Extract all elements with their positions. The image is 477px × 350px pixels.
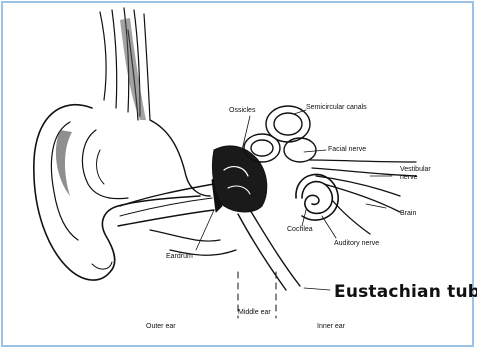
label-ossicles: Ossicles bbox=[229, 107, 255, 114]
head-contour bbox=[150, 120, 210, 196]
label-eardrum: Eardrum bbox=[166, 253, 193, 260]
label-facial-nerve: Facial nerve bbox=[328, 146, 366, 153]
antihelix bbox=[82, 130, 128, 199]
label-inner-ear: Inner ear bbox=[317, 323, 345, 330]
label-auditory-nerve: Auditory nerve bbox=[334, 240, 379, 247]
label-middle-ear: Middle ear bbox=[238, 309, 271, 316]
concha-shading bbox=[56, 130, 72, 196]
label-brain: Brain bbox=[400, 210, 416, 217]
eustachian-tube-lower bbox=[238, 214, 286, 290]
label-vestibular-nerve: Vestibular nerve bbox=[400, 166, 434, 182]
hair-shadow bbox=[120, 18, 146, 120]
label-vestibular-nerve-text: Vestibular nerve bbox=[400, 166, 431, 181]
cochlea-spiral bbox=[296, 175, 338, 221]
label-semicircular-canals: Semicircular canals bbox=[306, 104, 367, 111]
semicircular-canals bbox=[244, 106, 316, 162]
label-cochlea: Cochlea bbox=[287, 226, 313, 233]
label-eustachian-tube: Eustachian tube bbox=[334, 282, 477, 302]
label-outer-ear: Outer ear bbox=[146, 323, 176, 330]
